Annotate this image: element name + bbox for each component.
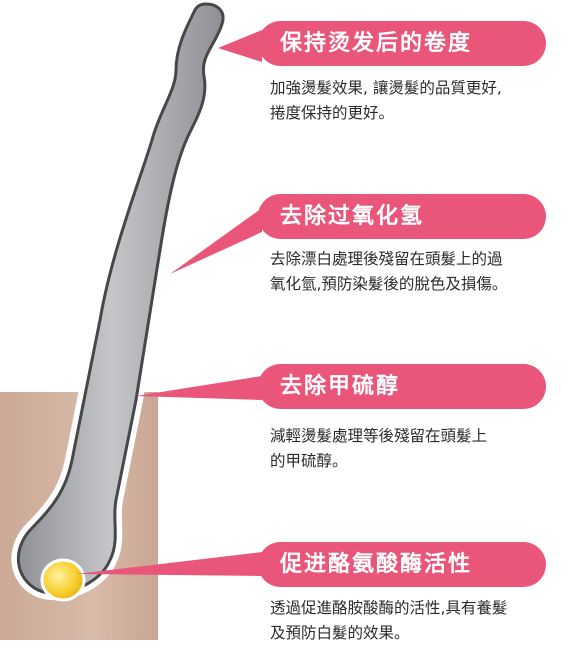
hair-strand <box>17 2 225 595</box>
hair-bulb <box>40 558 86 602</box>
pointer-4 <box>76 552 262 576</box>
feature-description-1: 加強燙髮效果, 讓燙髮的品質更好, 捲度保持的更好。 <box>270 79 502 122</box>
feature-description-3: 減輕燙髮處理等後殘留在頭髮上 的甲硫醇。 <box>270 427 488 470</box>
feature-title-1: 保持烫发后的卷度 <box>258 21 546 66</box>
feature-title-4: 促进酪氨酸酶活性 <box>258 542 546 587</box>
pointer-3 <box>136 376 262 400</box>
feature-description-4: 透過促進酪胺酸酶的活性,具有養髮 及預防白髮的效果。 <box>270 599 508 642</box>
feature-title-2: 去除过氧化氢 <box>258 194 546 239</box>
feature-title-3: 去除甲硫醇 <box>258 364 546 409</box>
feature-description-2: 去除漂白處理後殘留在頭髮上的過 氧化氫,預防染髮後的脫色及損傷。 <box>270 250 508 293</box>
pointer-1 <box>218 30 262 62</box>
pointer-2 <box>170 208 262 274</box>
